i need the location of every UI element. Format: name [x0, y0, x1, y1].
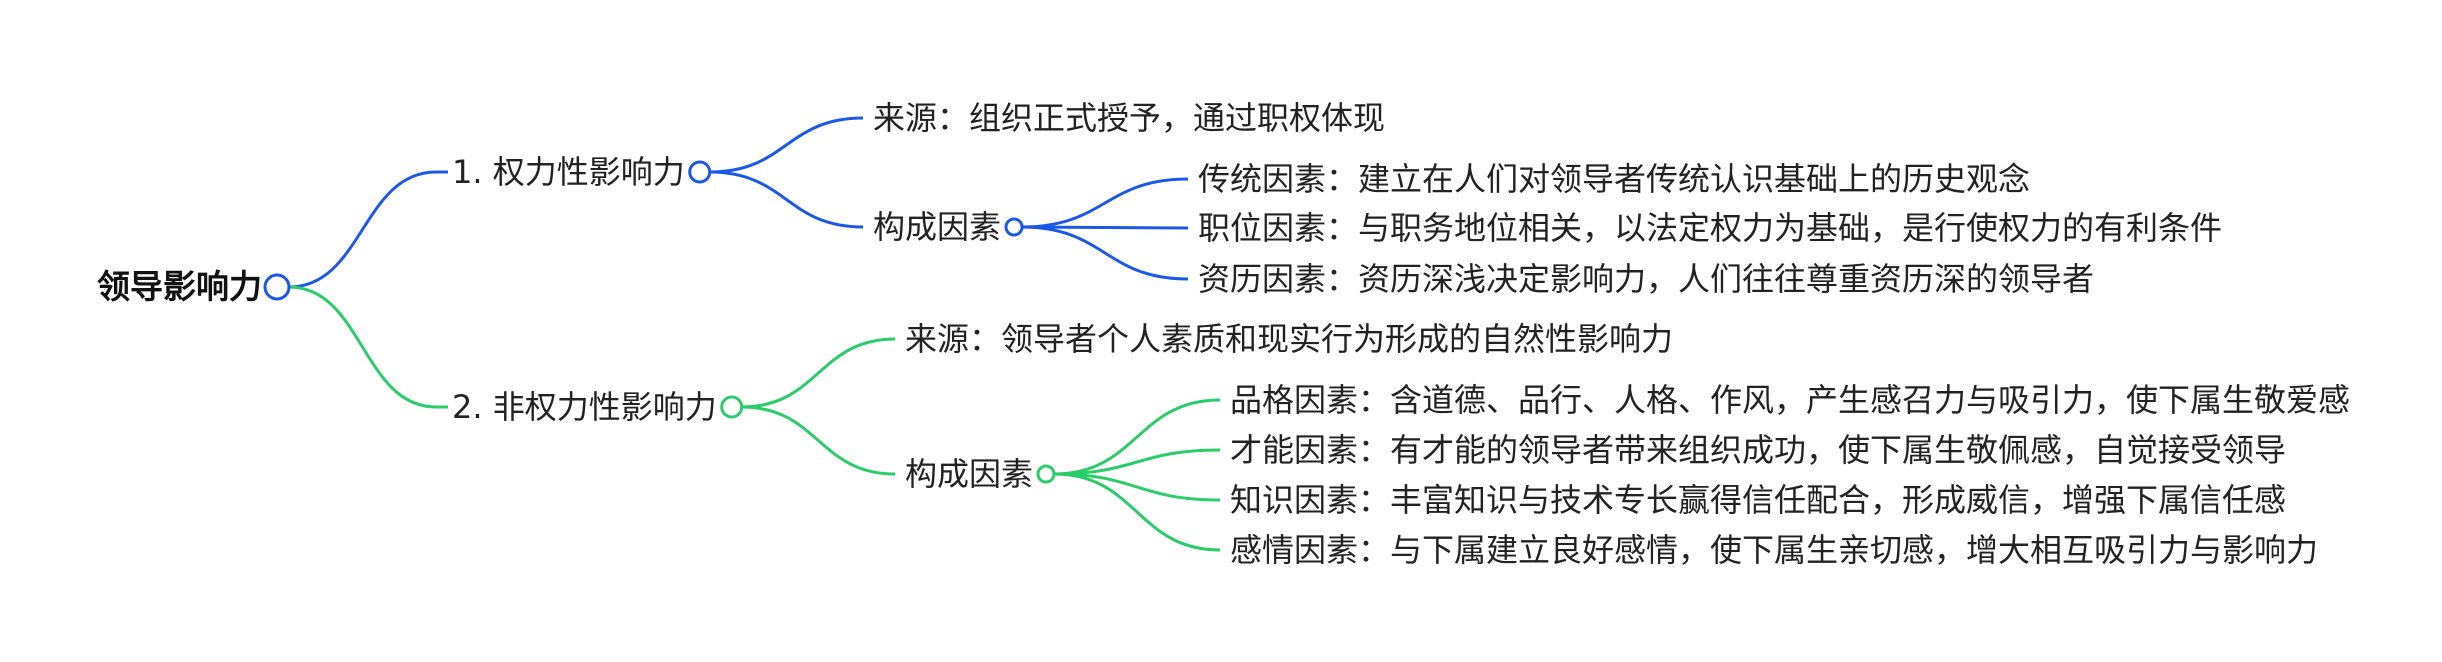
edge-branch-2-factor-2	[1054, 448, 1221, 476]
edge-branch-1-factor-1	[1022, 177, 1189, 229]
branch-1-factor-2: 职位因素：与职务地位相关，以法定权力为基础，是行使权力的有利条件	[1198, 209, 2223, 247]
branch-2-label: 2. 非权力性影响力	[452, 388, 717, 426]
edge-branch-2-factor-1	[1054, 398, 1221, 476]
edge-branch-1-to-source	[709, 116, 864, 174]
edge-branch-1-factor-3	[1022, 225, 1189, 281]
branch-2-factors-label: 构成因素	[905, 455, 1034, 493]
edge-branch-1-factor-2	[1022, 225, 1189, 230]
edge-branch-1-to-factors	[709, 170, 864, 229]
branch-2-factors-collapse-toggle[interactable]	[1036, 464, 1056, 484]
edge-root-to-branch-1	[288, 170, 437, 289]
branch-1-factor-3: 资历因素：资历深浅决定影响力，人们往往尊重资历深的领导者	[1198, 260, 2095, 298]
edge-branch-2-factor-3	[1054, 472, 1221, 502]
root-node-label: 领导影响力	[97, 267, 262, 306]
edge-branch-2-to-source	[741, 337, 896, 409]
branch-1-factors-collapse-toggle[interactable]	[1004, 217, 1024, 237]
branch-2-factor-2: 才能因素：有才能的领导者带来组织成功，使下属生敬佩感，自觉接受领导	[1230, 431, 2287, 469]
branch-2-factor-1: 品格因素：含道德、品行、人格、作风，产生感召力与吸引力，使下属生敬爱感	[1230, 381, 2351, 419]
branch-2-source: 来源：领导者个人素质和现实行为形成的自然性影响力	[905, 320, 1674, 358]
branch-1-source: 来源：组织正式授予，通过职权体现	[873, 99, 1386, 137]
branch-1-factors-label: 构成因素	[873, 208, 1002, 246]
edge-root-to-branch-2	[288, 285, 437, 409]
branch-2-factor-3: 知识因素：丰富知识与技术专长赢得信任配合，形成威信，增强下属信任感	[1230, 481, 2287, 519]
root-collapse-toggle[interactable]	[263, 273, 291, 301]
edge-branch-2-to-factors	[741, 405, 896, 476]
branch-1-factor-1: 传统因素：建立在人们对领导者传统认识基础上的历史观念	[1198, 160, 2031, 198]
edge-branch-2-factor-4	[1054, 472, 1221, 552]
branch-2-factor-4: 感情因素：与下属建立良好感情，使下属生亲切感，增大相互吸引力与影响力	[1230, 531, 2319, 569]
branch-1-collapse-toggle[interactable]	[688, 160, 712, 184]
branch-2-collapse-toggle[interactable]	[720, 395, 744, 419]
branch-1-label: 1. 权力性影响力	[452, 153, 685, 191]
